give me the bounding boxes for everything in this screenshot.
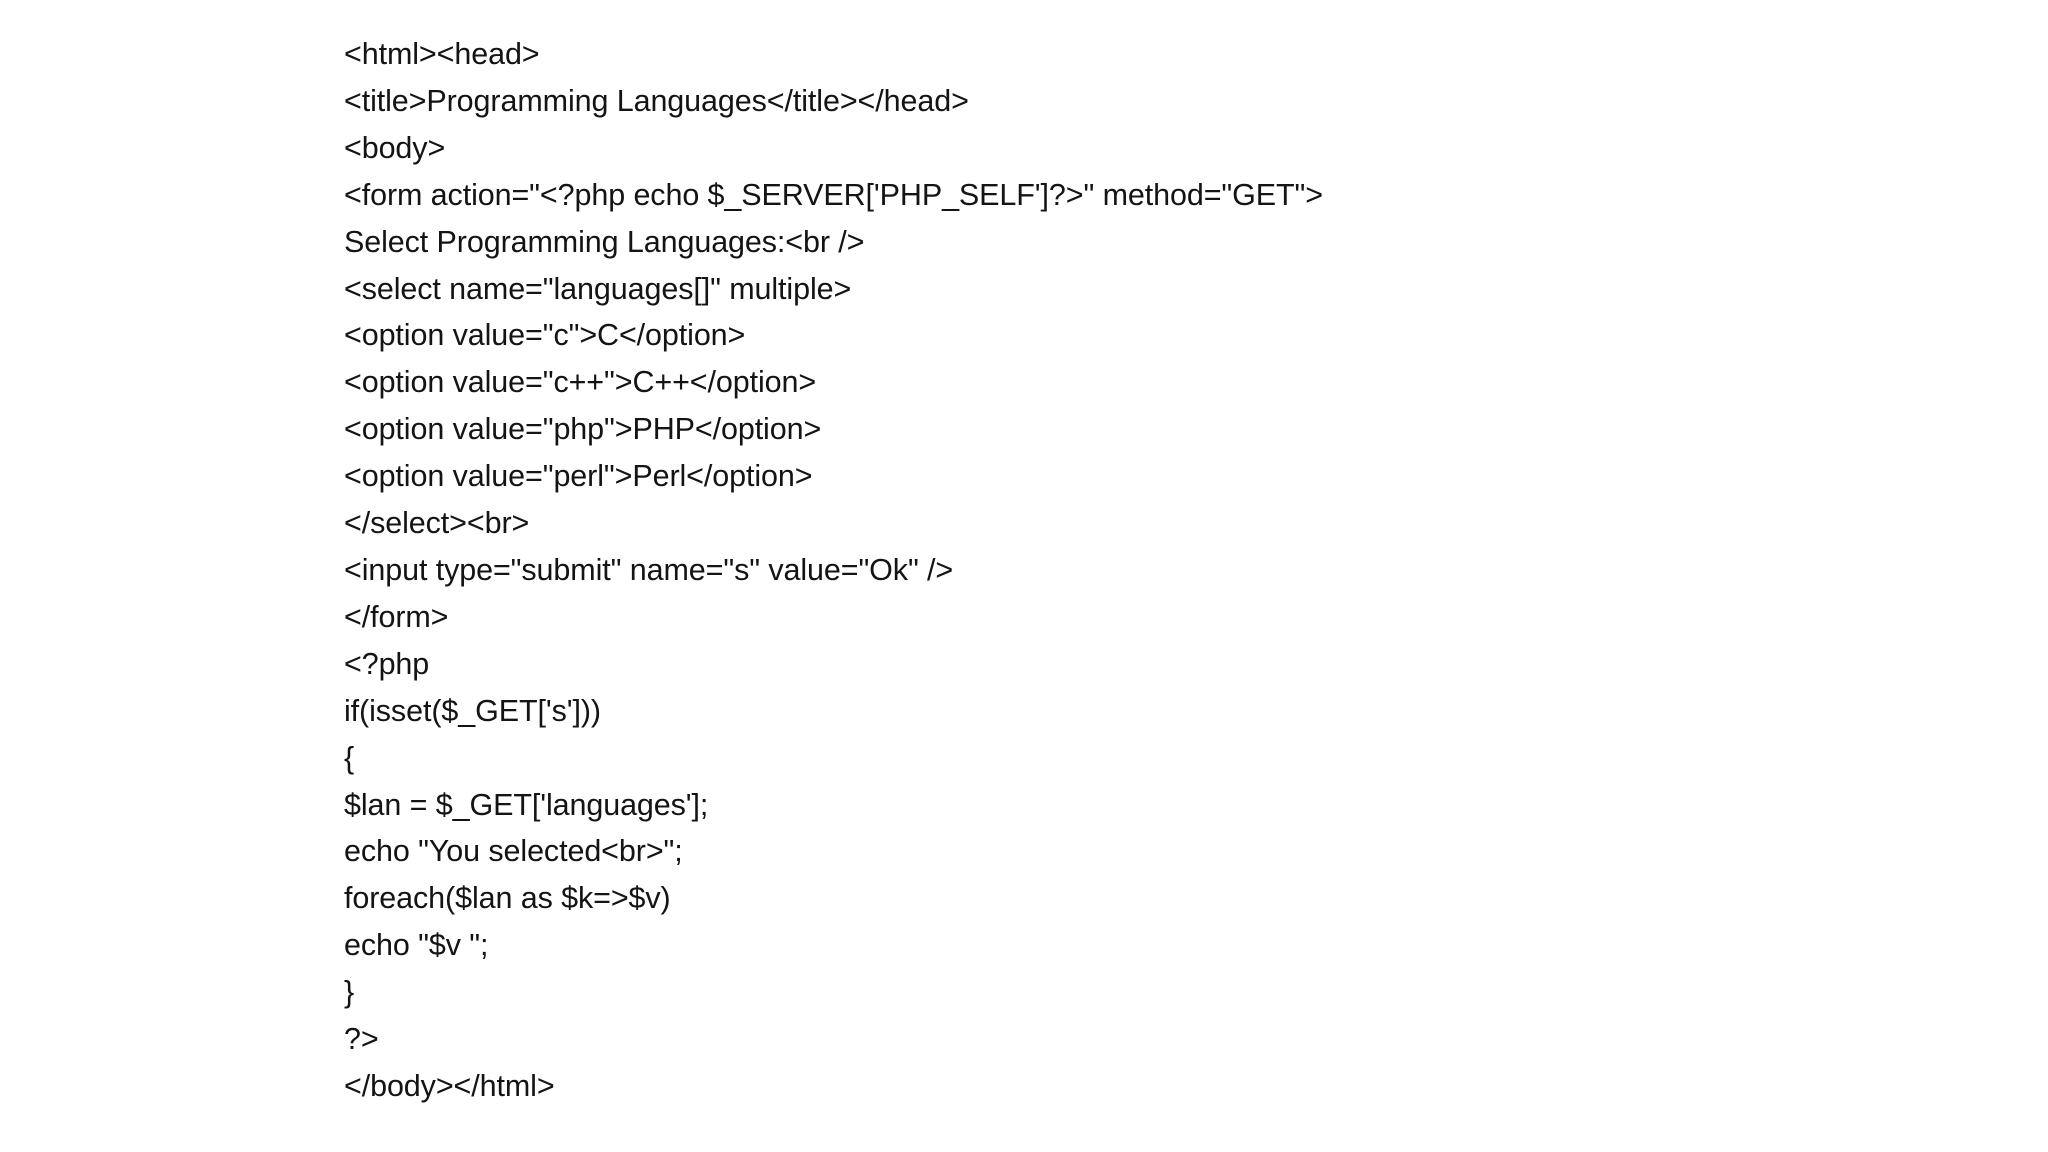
code-line: } — [344, 975, 355, 1010]
code-line: ?> — [344, 1022, 379, 1057]
code-line: <html><head> — [344, 37, 540, 71]
code-line: </select><br> — [344, 506, 530, 541]
code-line: { — [344, 740, 355, 775]
code-line: <?php — [344, 646, 430, 681]
code-line: <title>Programming Languages</title></he… — [344, 83, 969, 118]
code-listing: <html><head> <title>Programming Languages… — [344, 31, 1984, 1110]
code-line: $lan = $_GET['languages']; — [344, 787, 709, 822]
code-line: <option value="perl">Perl</option> — [344, 459, 813, 494]
code-line: </body></html> — [344, 1068, 555, 1103]
code-line: <option value="c++">C++</option> — [344, 365, 817, 400]
code-line: </form> — [344, 599, 449, 634]
code-line: <option value="php">PHP</option> — [344, 412, 822, 447]
code-line: <body> — [344, 130, 446, 165]
code-line: if(isset($_GET['s'])) — [344, 693, 601, 728]
code-line: <form action="<?php echo $_SERVER['PHP_S… — [344, 177, 1323, 212]
code-line: <select name="languages[]" multiple> — [344, 271, 852, 306]
code-line: <option value="c">C</option> — [344, 318, 746, 353]
code-line: echo "$v "; — [344, 928, 489, 963]
code-line: Select Programming Languages:<br /> — [344, 224, 865, 259]
code-line: foreach($lan as $k=>$v) — [344, 881, 671, 916]
code-line: echo "You selected<br>"; — [344, 834, 683, 869]
code-line: <input type="submit" name="s" value="Ok"… — [344, 552, 954, 587]
